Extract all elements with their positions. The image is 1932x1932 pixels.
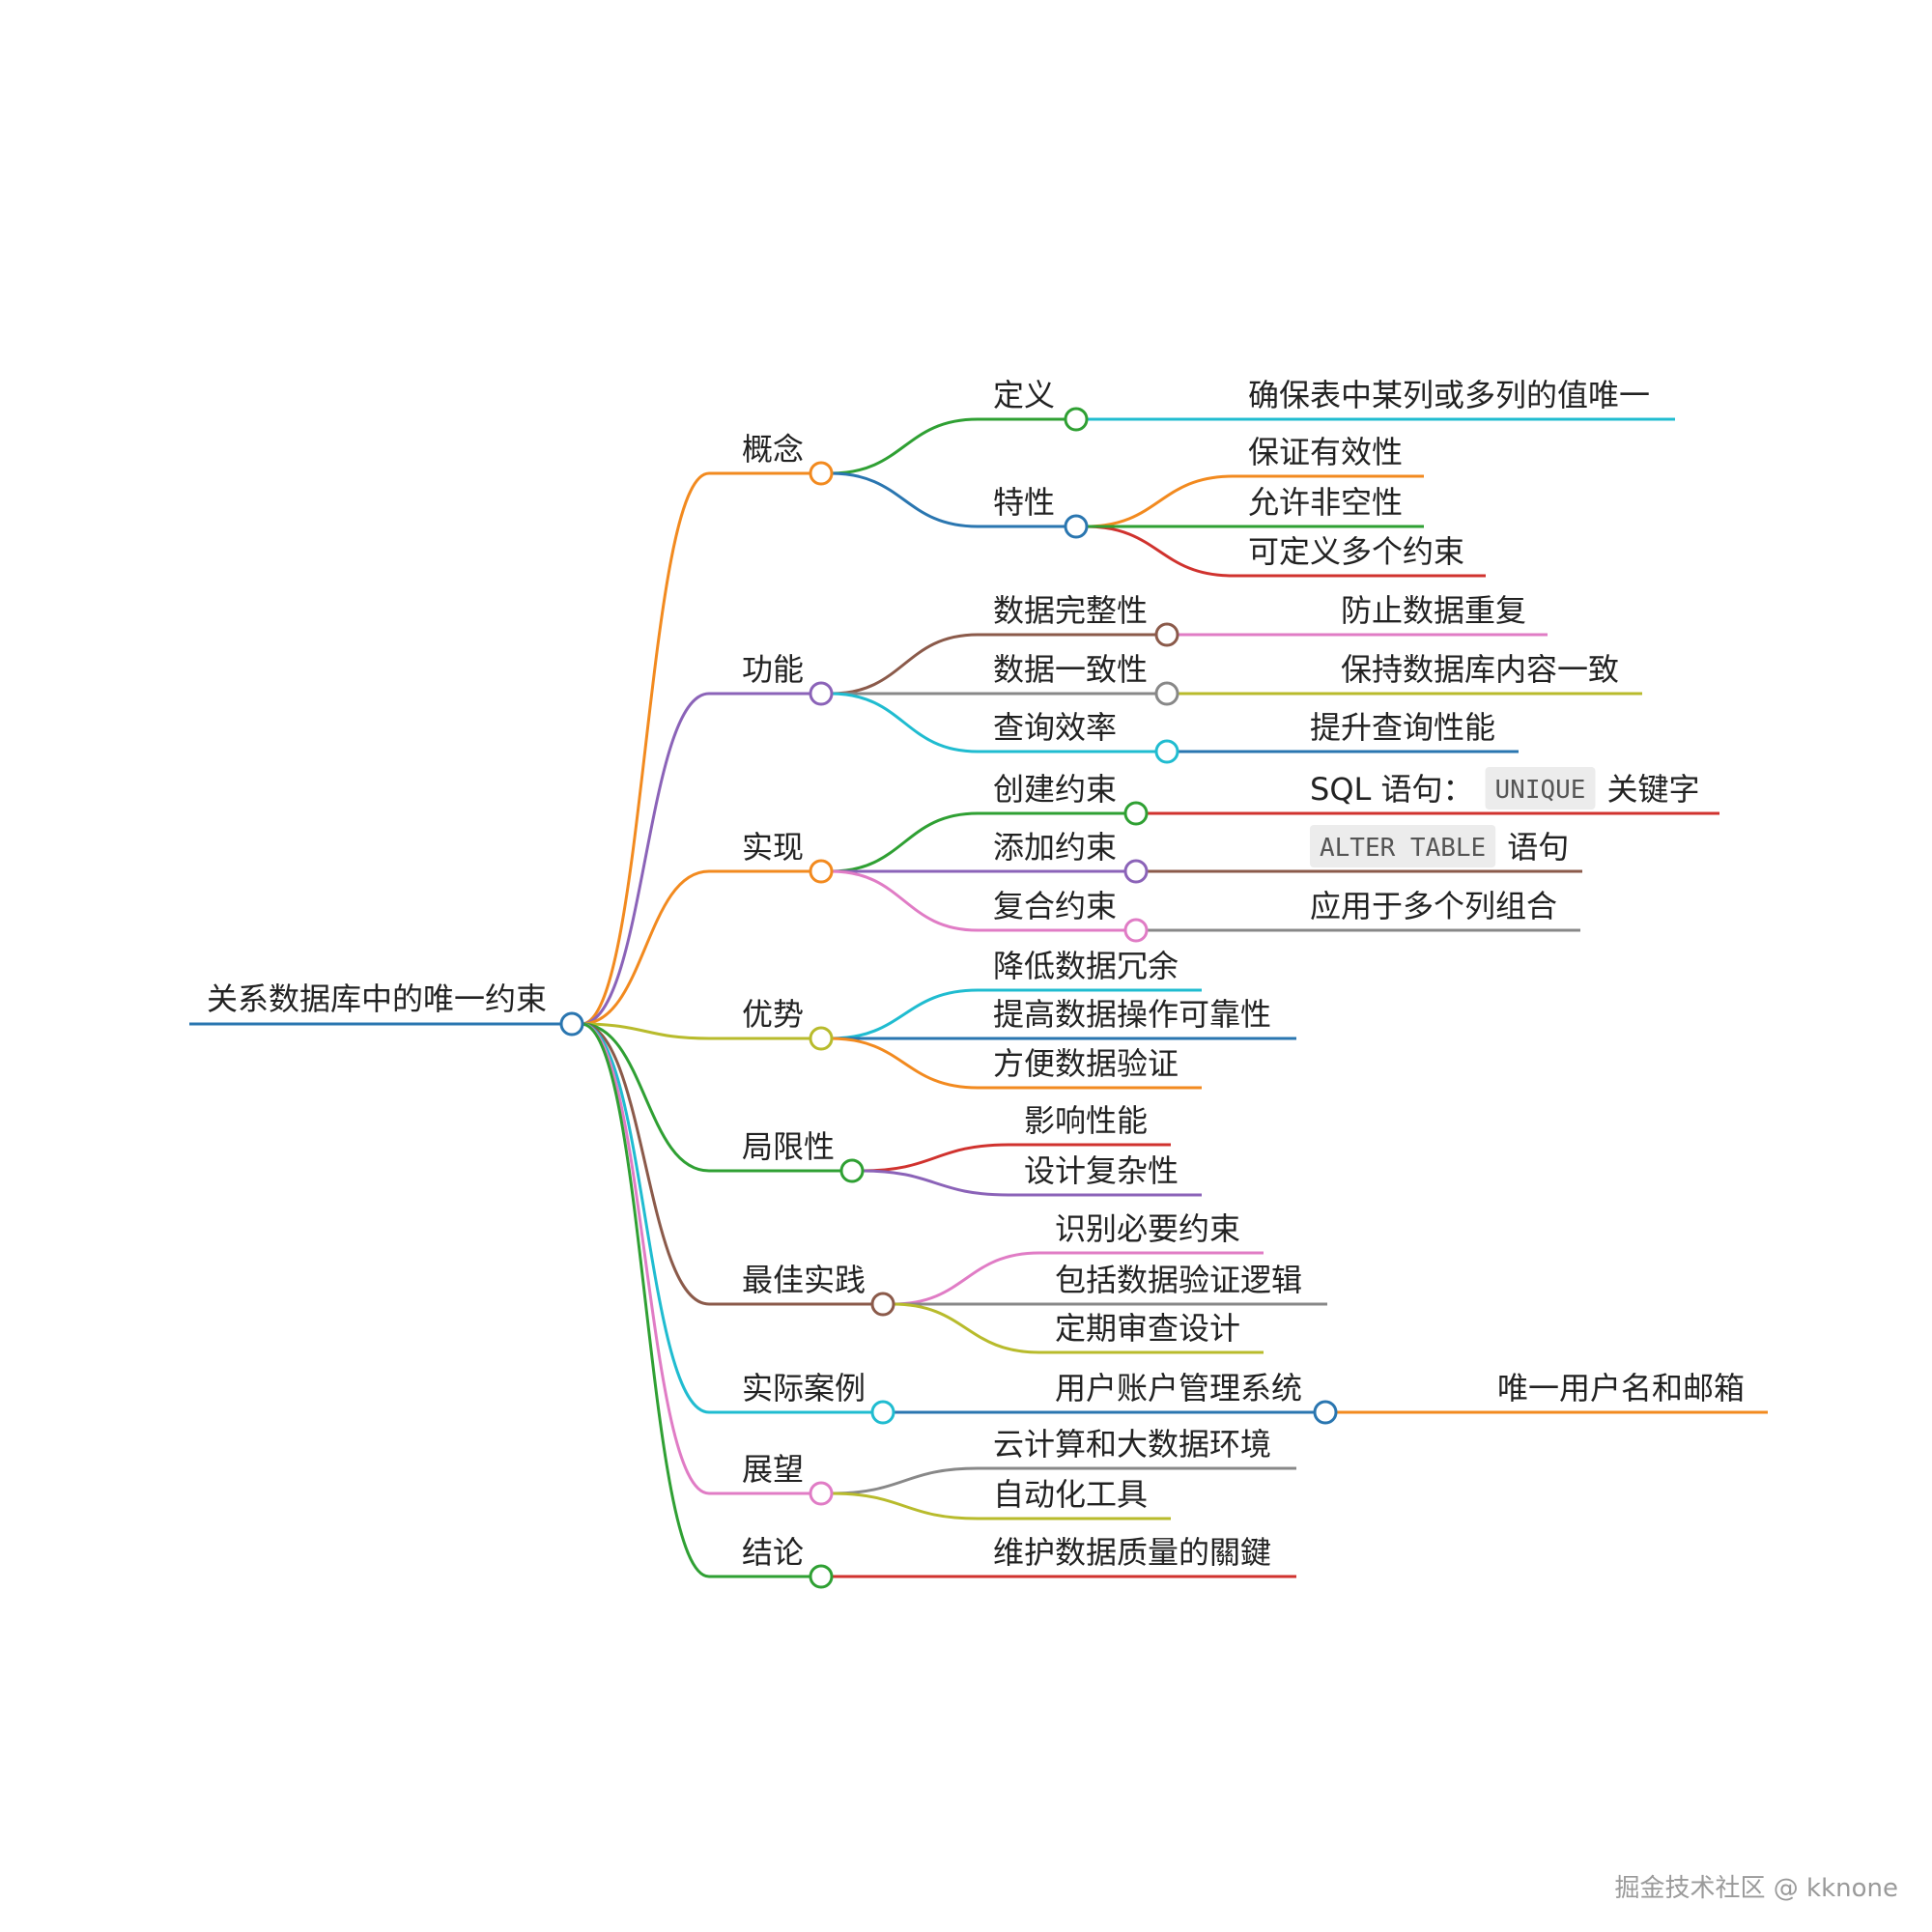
branch-label-5: 局限性 <box>742 1128 835 1165</box>
branch-node-9[interactable] <box>809 1564 834 1589</box>
sub-label-5-2: 设计复杂性 <box>1024 1152 1179 1189</box>
edge-4-3 <box>830 1037 979 1090</box>
sub-label-7-1: 用户账户管理系统 <box>1055 1370 1302 1406</box>
leaf-label-1-2-3: 可定义多个约束 <box>1248 533 1464 570</box>
edge-1-1 <box>830 417 979 475</box>
branch-label-4: 优势 <box>742 996 804 1033</box>
branch-label-2: 功能 <box>742 651 804 688</box>
branch-label-1: 概念 <box>742 431 804 468</box>
sub-label-2-3: 查询效率 <box>993 709 1117 746</box>
sub-label-6-1: 识别必要约束 <box>1055 1210 1240 1247</box>
branch-label-7: 实际案例 <box>742 1370 866 1406</box>
sub-node-3-1[interactable] <box>1123 801 1149 826</box>
branch-node-4[interactable] <box>809 1026 834 1051</box>
root-topic-label: 关系数据库中的唯一约束 <box>207 980 547 1017</box>
sub-label-5-1: 影响性能 <box>1024 1102 1148 1139</box>
leaf-label-1-2-2: 允许非空性 <box>1248 484 1403 521</box>
leaf-label-1-2-1: 保证有效性 <box>1248 434 1403 470</box>
sub-label-9-1: 维护数据质量的關鍵 <box>993 1534 1271 1571</box>
sub-label-1-2: 特性 <box>993 484 1055 521</box>
edge-root-to-7 <box>581 1022 710 1414</box>
sub-node-1-1[interactable] <box>1064 407 1089 432</box>
leaf-label-7-1-1: 唯一用户名和邮箱 <box>1497 1370 1745 1406</box>
sub-node-2-3[interactable] <box>1154 739 1179 764</box>
leaf-label-2-2-1: 保持数据库内容一致 <box>1341 651 1619 688</box>
leaf-label-3-1-1: SQL 语句： <box>1310 771 1474 808</box>
edge-root-to-3 <box>581 869 710 1026</box>
sub-label-3-2: 添加约束 <box>993 829 1117 866</box>
sub-label-8-1: 云计算和大数据环境 <box>993 1426 1271 1463</box>
edge-6-3 <box>892 1302 1040 1354</box>
sub-label-4-2: 提高数据操作可靠性 <box>993 996 1271 1033</box>
sub-node-1-2[interactable] <box>1064 514 1089 539</box>
edge-8-2 <box>830 1492 979 1520</box>
branch-node-8[interactable] <box>809 1481 834 1506</box>
sub-label-6-2: 包括数据验证逻辑 <box>1055 1262 1302 1298</box>
edge-2-3 <box>830 692 979 753</box>
sub-node-3-2[interactable] <box>1123 859 1149 884</box>
sub-label-4-1: 降低数据冗余 <box>993 948 1179 984</box>
edge-2-1 <box>830 633 979 696</box>
root-node-dot[interactable] <box>559 1011 584 1037</box>
sub-label-1-1: 定义 <box>993 377 1055 413</box>
leaf-label-1-1-1: 确保表中某列或多列的值唯一 <box>1248 377 1650 413</box>
branch-node-1[interactable] <box>809 461 834 486</box>
leaf-label-3-1-1-code: UNIQUE <box>1495 776 1586 805</box>
sub-label-8-2: 自动化工具 <box>993 1476 1148 1513</box>
edge-5-1 <box>861 1143 1009 1173</box>
branch-node-3[interactable] <box>809 859 834 884</box>
edge-root-to-1 <box>581 471 710 1026</box>
sub-node-2-1[interactable] <box>1154 622 1179 647</box>
branch-label-3: 实现 <box>742 829 804 866</box>
leaf-label-3-2-1-code-bg <box>1310 825 1496 867</box>
edge-root-to-4 <box>581 1022 710 1040</box>
leaf-label-3-1-1-suffix: 关键字 <box>1606 771 1699 808</box>
branch-label-6: 最佳实践 <box>742 1262 866 1298</box>
sub-label-3-3: 复合约束 <box>993 888 1117 924</box>
edge-1-2-3 <box>1085 525 1234 578</box>
leaf-label-2-3-1: 提升查询性能 <box>1310 709 1495 746</box>
branch-node-6[interactable] <box>870 1292 895 1317</box>
sub-label-2-1: 数据完整性 <box>993 592 1148 629</box>
edge-5-2 <box>861 1169 1009 1197</box>
watermark-text: 掘金技术社区 @ kknone <box>1614 1874 1898 1903</box>
edge-3-3 <box>830 869 979 932</box>
branch-label-8: 展望 <box>742 1451 804 1488</box>
sub-node-2-2[interactable] <box>1154 681 1179 706</box>
edge-8-1 <box>830 1466 979 1495</box>
leaf-label-2-1-1: 防止数据重复 <box>1341 592 1526 629</box>
edge-1-2 <box>830 471 979 528</box>
edge-3-1 <box>830 811 979 873</box>
edge-4-1 <box>830 988 979 1040</box>
branch-node-2[interactable] <box>809 681 834 706</box>
branch-label-9: 结论 <box>742 1534 804 1571</box>
underlines-layer <box>189 417 1768 1578</box>
sub-node-3-3[interactable] <box>1123 918 1149 943</box>
sub-node-7-1[interactable] <box>1313 1400 1338 1425</box>
leaf-label-3-2-1-suffix: 语句 <box>1507 829 1569 866</box>
sub-label-4-3: 方便数据验证 <box>993 1045 1179 1082</box>
edge-1-2-1 <box>1085 474 1234 528</box>
sub-label-6-3: 定期审查设计 <box>1055 1310 1240 1347</box>
edge-root-to-6 <box>581 1022 710 1306</box>
leaf-label-3-2-1-code: ALTER TABLE <box>1320 834 1486 863</box>
edge-root-to-5 <box>581 1022 710 1173</box>
sub-label-3-1: 创建约束 <box>993 771 1117 808</box>
edges-layer <box>581 417 1234 1578</box>
branch-node-7[interactable] <box>870 1400 895 1425</box>
edge-6-1 <box>892 1251 1040 1306</box>
leaf-label-3-3-1: 应用于多个列组合 <box>1310 888 1557 924</box>
edge-root-to-9 <box>581 1022 710 1578</box>
sub-label-2-2: 数据一致性 <box>993 651 1148 688</box>
edge-root-to-2 <box>581 692 710 1026</box>
branch-node-5[interactable] <box>839 1158 865 1183</box>
leaf-label-3-1-1-code-bg <box>1485 767 1596 810</box>
